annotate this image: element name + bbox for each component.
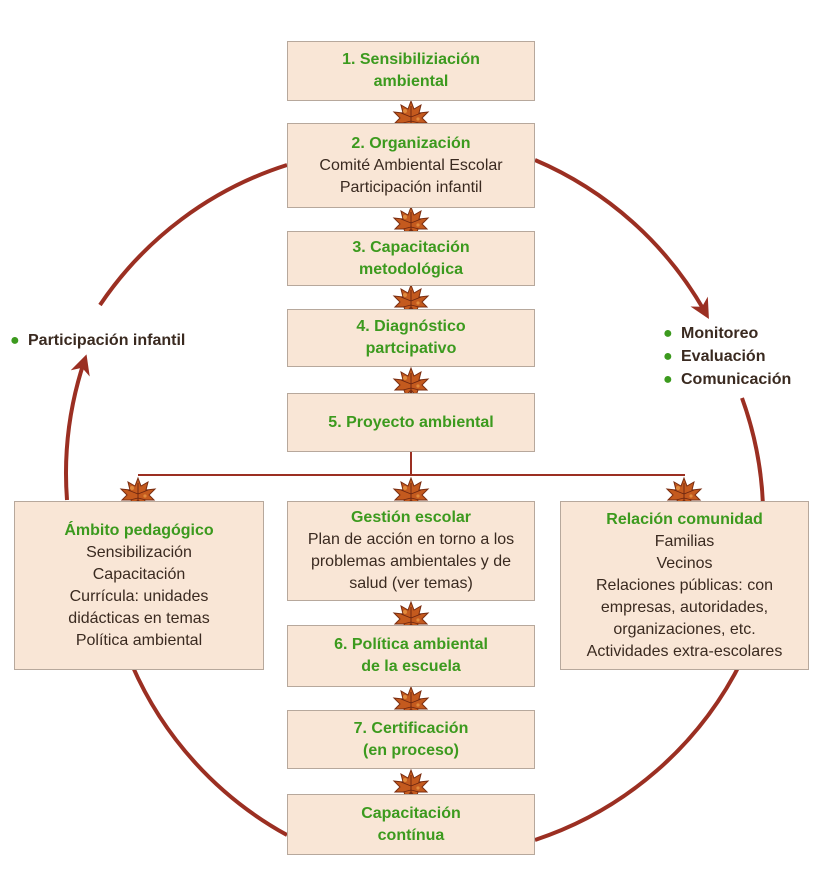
- cycle-arc-bottom-right: [534, 659, 744, 842]
- branch-gestion-line-2: problemas ambientales y de: [310, 553, 512, 570]
- branch-comunidad-line-6: Actividades extra-escolares: [586, 642, 783, 660]
- branch-pedagogico-line-1: Sensibilización: [86, 543, 192, 561]
- step-3-box: 3. Capacitación metodológica: [287, 231, 535, 286]
- bullet-icon: ●: [10, 331, 20, 349]
- left-side-item: ● Participación infantil: [10, 329, 185, 352]
- cycle-arc-bottom-left: [130, 664, 288, 837]
- step-3-line-1: 3. Capacitación: [352, 238, 470, 256]
- cycle-arc-right: [740, 397, 765, 506]
- step-2-box: 2. Organización Comité Ambiental Escolar…: [287, 123, 535, 208]
- bullet-icon: ●: [663, 347, 673, 365]
- step-2-title: 2. Organización: [351, 134, 471, 152]
- cycle-arc-left: [64, 354, 90, 501]
- right-side-label-3: Comunicación: [681, 370, 792, 388]
- step-6-box: 6. Política ambiental de la escuela: [287, 625, 535, 687]
- branch-pedagogico-box: Ámbito pedagógico Sensibilización Capaci…: [14, 501, 264, 670]
- step-6-line-2: de la escuela: [361, 658, 461, 675]
- step-8-line-1: Capacitación: [361, 804, 461, 822]
- step-8-box: Capacitación contínua: [287, 794, 535, 855]
- right-side-item-1: ● Monitoreo: [663, 322, 758, 345]
- step-4-box: 4. Diagnóstico partcipativo: [287, 309, 535, 367]
- branch-pedagogico-line-2: Capacitación: [92, 565, 186, 583]
- step-7-box: 7. Certificación (en proceso): [287, 710, 535, 769]
- step-5-box: 5. Proyecto ambiental: [287, 393, 535, 452]
- step-2-line-1: Comité Ambiental Escolar: [319, 156, 503, 174]
- branch-pedagogico-line-5: Política ambiental: [75, 631, 203, 649]
- step-1-box: 1. Sensibiliziación ambiental: [287, 41, 535, 101]
- step-4-line-1: 4. Diagnóstico: [356, 318, 466, 335]
- cycle-arc-top-left: [98, 163, 288, 307]
- right-side-label-2: Evaluación: [681, 347, 766, 365]
- branch-pedagogico-line-3: Currícula: unidades: [69, 587, 209, 605]
- step-2-line-2: Participación infantil: [339, 178, 483, 196]
- bullet-icon: ●: [663, 370, 673, 388]
- branch-gestion-box: Gestión escolar Plan de acción en torno …: [287, 501, 535, 601]
- branch-comunidad-line-2: Vecinos: [656, 554, 713, 572]
- branch-comunidad-title: Relación comunidad: [606, 510, 763, 528]
- branch-pedagogico-title: Ámbito pedagógico: [64, 521, 214, 539]
- right-side-label-1: Monitoreo: [681, 324, 759, 342]
- right-side-item-3: ● Comunicación: [663, 368, 791, 391]
- right-side-item-2: ● Evaluación: [663, 345, 765, 368]
- branch-gestion-title: Gestión escolar: [350, 509, 472, 526]
- branch-comunidad-box: Relación comunidad Familias Vecinos Rela…: [560, 501, 809, 670]
- branch-comunidad-line-4: empresas, autoridades,: [600, 598, 769, 616]
- step-8-line-2: contínua: [377, 826, 445, 844]
- left-side-label: Participación infantil: [28, 331, 186, 349]
- step-1-line-2: ambiental: [373, 73, 449, 90]
- branch-gestion-line-1: Plan de acción en torno a los: [307, 531, 515, 548]
- branch-comunidad-line-1: Familias: [654, 532, 715, 550]
- branch-comunidad-line-5: organizaciones, etc.: [613, 620, 756, 638]
- step-7-line-1: 7. Certificación: [353, 719, 469, 737]
- branch-comunidad-line-3: Relaciones públicas: con: [596, 576, 773, 594]
- bullet-icon: ●: [663, 324, 673, 342]
- step-4-line-2: partcipativo: [365, 340, 457, 357]
- branch-gestion-line-3: salud (ver temas): [349, 575, 473, 592]
- step-7-line-2: (en proceso): [362, 741, 459, 759]
- step-6-line-1: 6. Política ambiental: [334, 636, 488, 653]
- step-1-line-1: 1. Sensibiliziación: [342, 51, 480, 68]
- branch-pedagogico-line-4: didácticas en temas: [68, 609, 210, 627]
- step-3-line-2: metodológica: [358, 260, 463, 278]
- step-5-line-1: 5. Proyecto ambiental: [328, 413, 494, 431]
- cycle-arc-top-right: [534, 158, 709, 319]
